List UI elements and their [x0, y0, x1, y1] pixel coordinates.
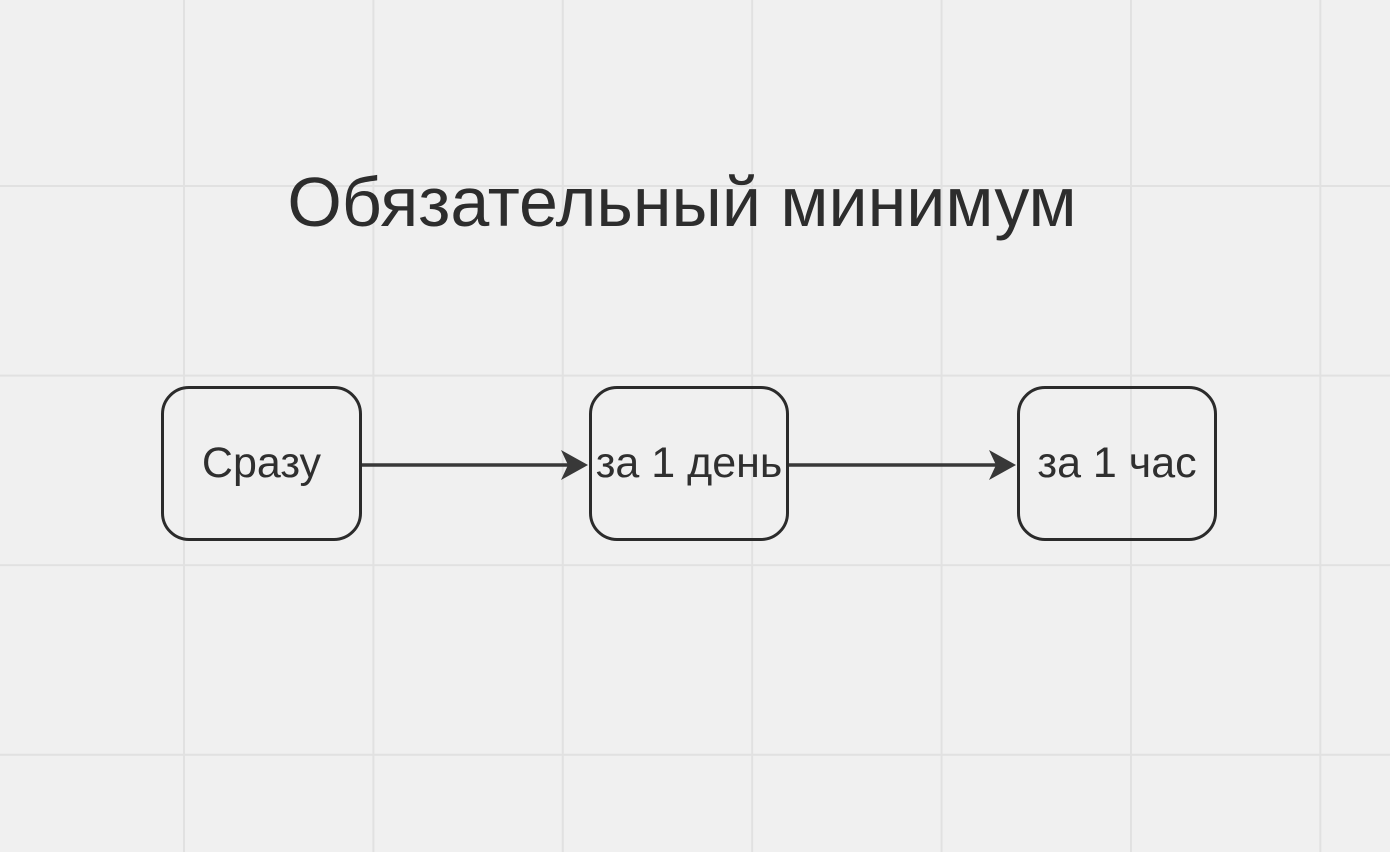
diagram-title: Обязательный минимум [287, 163, 1077, 241]
node-za-1-den[interactable]: за 1 день [589, 386, 789, 541]
arrow-za-1-den-to-za-1-chas[interactable] [789, 444, 1017, 486]
node-za-1-chas[interactable]: за 1 час [1017, 386, 1217, 541]
arrowhead-icon [989, 450, 1016, 480]
arrowhead-icon [561, 450, 588, 480]
node-srazu[interactable]: Сразу [161, 386, 362, 541]
arrow-srazu-to-za-1-den[interactable] [362, 444, 590, 486]
node-srazu-label: Сразу [201, 439, 322, 487]
node-za-1-chas-label: за 1 час [1037, 439, 1197, 487]
node-za-1-den-label: за 1 день [595, 439, 783, 487]
